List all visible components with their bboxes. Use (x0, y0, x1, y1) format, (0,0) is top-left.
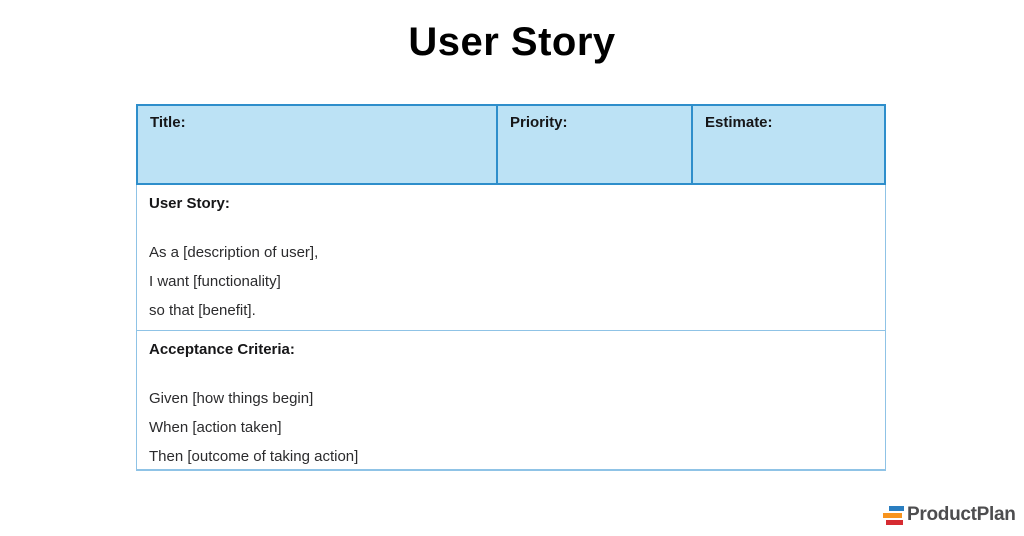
acceptance-criteria-section: Acceptance Criteria: Given [how things b… (136, 331, 886, 471)
table-header-row: Title: Priority: Estimate: (136, 104, 886, 185)
productplan-wordmark: ProductPlan (907, 504, 1016, 525)
productplan-logo: ProductPlan (883, 504, 1016, 526)
header-cell-priority: Priority: (496, 106, 691, 183)
header-cell-estimate: Estimate: (691, 106, 884, 183)
page-title: User Story (408, 20, 616, 64)
acceptance-criteria-line: When [action taken] (149, 419, 282, 436)
user-story-section-label: User Story: (149, 195, 230, 212)
logo-bar-red (886, 519, 903, 525)
user-story-line: so that [benefit]. (149, 302, 256, 319)
logo-bar-orange (883, 512, 902, 518)
logo-bar-blue (889, 505, 904, 511)
acceptance-criteria-line: Then [outcome of taking action] (149, 448, 359, 465)
header-cell-title: Title: (150, 114, 186, 131)
user-story-line: As a [description of user], (149, 244, 319, 261)
user-story-section: User Story: As a [description of user], … (136, 185, 886, 331)
acceptance-criteria-section-label: Acceptance Criteria: (149, 341, 295, 358)
productplan-roadmap-bars-icon (883, 505, 904, 525)
user-story-template-table: Title: Priority: Estimate: User Story: A… (136, 104, 886, 471)
acceptance-criteria-line: Given [how things begin] (149, 390, 314, 407)
user-story-line: I want [functionality] (149, 273, 281, 290)
